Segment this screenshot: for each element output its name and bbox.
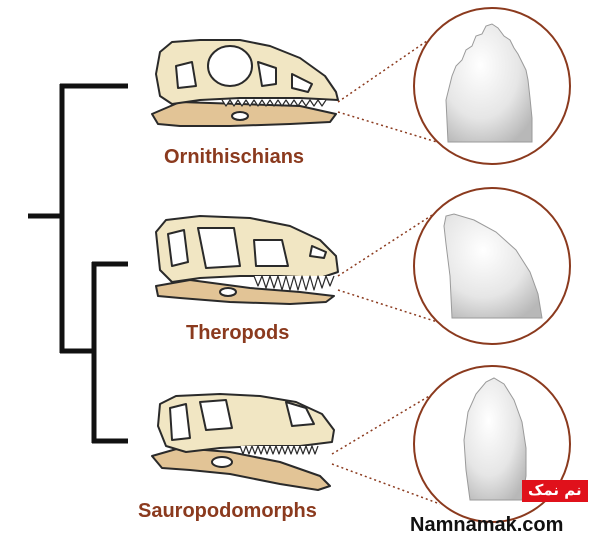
sauropodomorph-teeth [239,445,319,455]
ornithischian-tooth [445,23,533,143]
ornithischian-fenestra-lower [175,61,197,89]
leader-sauropodomorph-top [331,391,437,455]
tooth-callout-ornithischian [413,7,571,165]
sauropodomorph-jaw [151,447,331,491]
ornithischian-naris [291,73,313,93]
watermark-site-name: Namnamak.com [410,514,564,536]
ornithischian-fenestra [257,61,277,87]
sauropodomorph-antorbital-fenestra [199,399,233,431]
ornithischian-teeth [221,99,327,107]
ornithischian-jaw-opening [231,111,249,121]
ornithischian-skull [151,39,339,127]
sauropodomorph-naris [285,401,315,427]
cladogram [28,83,128,444]
theropod-jaw [155,279,335,305]
leader-lines [331,31,451,505]
leader-sauropodomorph-bottom [331,463,441,505]
watermark-badge: نم نمک [522,480,588,502]
theropod-jaw-opening [219,287,237,297]
label-sauropodomorphs: Sauropodomorphs [138,500,317,522]
theropod-tooth [443,213,543,319]
theropod-orbit [167,229,189,267]
label-ornithischians: Ornithischians [164,146,305,168]
theropod-maxillary-fenestra [253,239,289,267]
theropod-skull [155,215,339,305]
sauropodomorph-orbit [169,403,191,441]
theropod-teeth [253,275,335,291]
tooth-callout-theropod [413,187,571,345]
ornithischian-orbit [207,45,253,87]
sauropodomorph-skull [151,393,335,491]
theropod-naris [309,245,327,259]
leader-ornithischian-top [337,31,441,103]
label-theropods: Theropods [186,322,290,344]
leader-theropod-top [337,209,441,277]
theropod-antorbital-fenestra [197,227,241,269]
sauropodomorph-tooth [463,377,527,501]
sauropodomorph-jaw-opening [211,456,233,468]
